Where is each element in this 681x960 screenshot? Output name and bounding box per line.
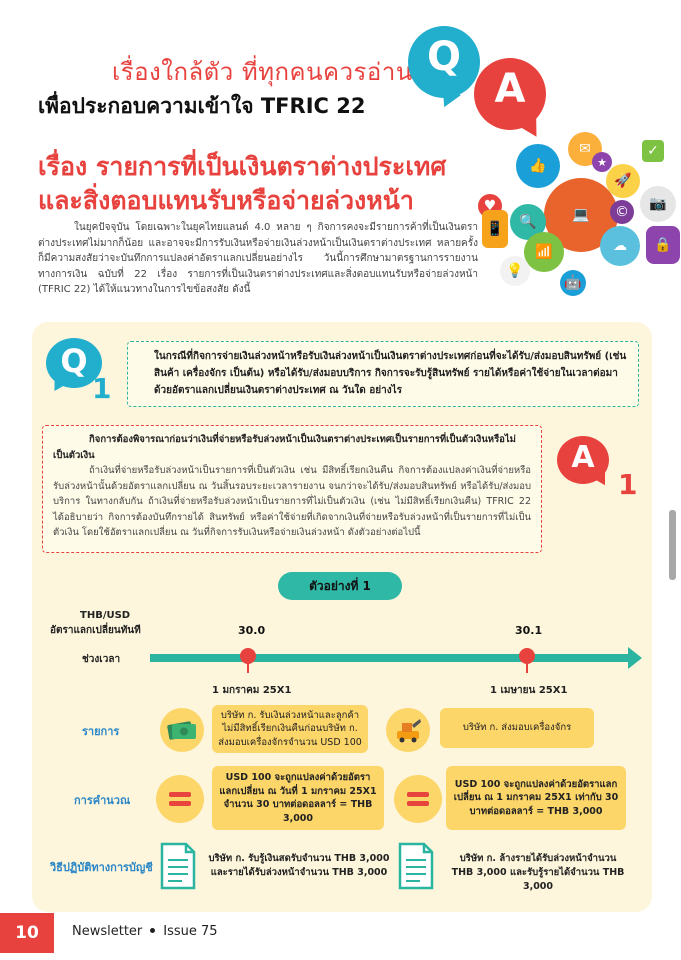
- question-letter: Q: [60, 342, 88, 380]
- rate-label-spot: อัตราแลกเปลี่ยนทันที: [50, 625, 141, 636]
- question-bubble-icon: Q: [46, 338, 102, 388]
- lock-icon: 🔒: [646, 226, 680, 264]
- timeline-pin-2: [519, 648, 535, 673]
- bullet-separator: [150, 928, 156, 933]
- answer-box: กิจการต้องพิจารณาก่อนว่าเงินที่จ่ายหรือร…: [42, 425, 542, 553]
- timeline-arrow-icon: [628, 647, 642, 669]
- cloud-icon: ☁: [600, 226, 640, 266]
- timeline-bar: [150, 654, 630, 662]
- rocket-icon: 🚀: [606, 164, 640, 198]
- example-label: ตัวอย่างที่ 1: [278, 572, 402, 600]
- intro-paragraph: ในยุคปัจจุบัน โดยเฉพาะในยุคไทยแลนด์ 4.0 …: [38, 222, 478, 295]
- calculation-box-2: USD 100 จะถูกแปลงค่าด้วยอัตราแลกเปลี่ยน …: [446, 766, 626, 830]
- date-2: 1 เมษายน 25X1: [490, 685, 568, 696]
- question-number: 1: [92, 372, 112, 405]
- a-letter: A: [494, 66, 526, 112]
- q-speech-bubble-icon: Q: [408, 26, 480, 98]
- transaction-box-1: บริษัท ก. รับเงินล่วงหน้าและลูกค้าไม่มีส…: [212, 705, 368, 753]
- phone-icon: 📱: [482, 210, 508, 248]
- accounting-2-line2: THB 3,000 และรับรู้รายได้จำนวน THB 3,000: [451, 867, 625, 892]
- equals-icon-2: [394, 775, 442, 823]
- page-number: 10: [0, 913, 54, 953]
- scrollbar-thumb[interactable]: [669, 510, 676, 580]
- machine-icon: [386, 708, 430, 752]
- check-icon: ✓: [642, 140, 664, 162]
- answer-number: 1: [618, 468, 638, 501]
- calculation-box-1: USD 100 จะถูกแปลงค่าด้วยอัตราแลกเปลี่ยน …: [212, 766, 384, 830]
- row-label-transaction: รายการ: [82, 725, 120, 738]
- accounting-text-1: บริษัท ก. รับรู้เงินสดรับจำนวน THB 3,000…: [206, 852, 392, 880]
- question-box: ในกรณีที่กิจการจ่ายเงินล่วงหน้าหรือรับเง…: [127, 341, 639, 407]
- accounting-1-line2: และรายได้รับล่วงหน้าจำนวน THB 3,000: [210, 867, 388, 878]
- date-1: 1 มกราคม 25X1: [212, 685, 292, 696]
- transaction-box-2: บริษัท ก. ส่งมอบเครื่องจักร: [440, 708, 594, 748]
- technology-icon-cluster: 👍 ✉ ✓ ★ 🚀 ♥ 💻 © 📷 📱 🔍 🔒 📶 ☁ 💡 🤖: [470, 130, 681, 305]
- equals-icon: [156, 775, 204, 823]
- document-icon-2: [398, 842, 434, 890]
- document-icon: [160, 842, 196, 890]
- article-title: เรื่อง รายการที่เป็นเงินตราต่างประเทศ แล…: [38, 150, 488, 218]
- footer-publication: Newsletter Issue 75: [72, 924, 218, 939]
- issue-number: Issue 75: [163, 924, 218, 939]
- robot-icon: 🤖: [560, 270, 586, 296]
- money-icon: [160, 708, 204, 752]
- answer-letter: A: [571, 440, 595, 475]
- a-speech-bubble-icon: A: [474, 58, 546, 130]
- accounting-2-line1: บริษัท ก. ล้างรายได้รับล่วงหน้าจำนวน: [459, 853, 617, 864]
- message-icon: ✉: [568, 132, 602, 166]
- timeline-pin-1: [240, 648, 256, 673]
- header-subtitle: เรื่องใกล้ตัว ที่ทุกคนควรอ่าน: [112, 58, 413, 86]
- row-label-calculation: การคำนวณ: [74, 794, 131, 807]
- rate-value-1: 30.0: [238, 624, 266, 637]
- article-title-line1: เรื่อง รายการที่เป็นเงินตราต่างประเทศ: [38, 152, 447, 181]
- answer-lead: กิจการต้องพิจารณาก่อนว่าเงินที่จ่ายหรือร…: [53, 434, 516, 461]
- wifi-icon: 📶: [524, 232, 564, 272]
- time-label: ช่วงเวลา: [82, 654, 121, 665]
- like-icon: 👍: [516, 144, 560, 188]
- row-label-accounting: วิธีปฏิบัติทางการบัญชี: [50, 861, 153, 874]
- accounting-1-line1: บริษัท ก. รับรู้เงินสดรับจำนวน THB 3,000: [208, 853, 390, 864]
- accounting-text-2: บริษัท ก. ล้างรายได้รับล่วงหน้าจำนวน THB…: [440, 852, 636, 894]
- answer-bubble-icon: A: [557, 436, 609, 484]
- camera-icon: 📷: [640, 186, 676, 222]
- copyright-icon: ©: [610, 200, 634, 224]
- star-icon: ★: [592, 152, 612, 172]
- bulb-icon: 💡: [500, 256, 530, 286]
- q-letter: Q: [426, 34, 461, 80]
- rate-value-2: 30.1: [515, 624, 543, 637]
- header-title: เพื่อประกอบความเข้าใจ TFRIC 22: [38, 94, 366, 118]
- publication-name: Newsletter: [72, 924, 143, 939]
- article-title-line2: และสิ่งตอบแทนรับหรือจ่ายล่วงหน้า: [38, 186, 414, 215]
- rate-label-currency: THB/USD: [80, 610, 131, 621]
- answer-body: ถ้าเงินที่จ่ายหรือรับล่วงหน้าเป็นรายการท…: [53, 465, 531, 538]
